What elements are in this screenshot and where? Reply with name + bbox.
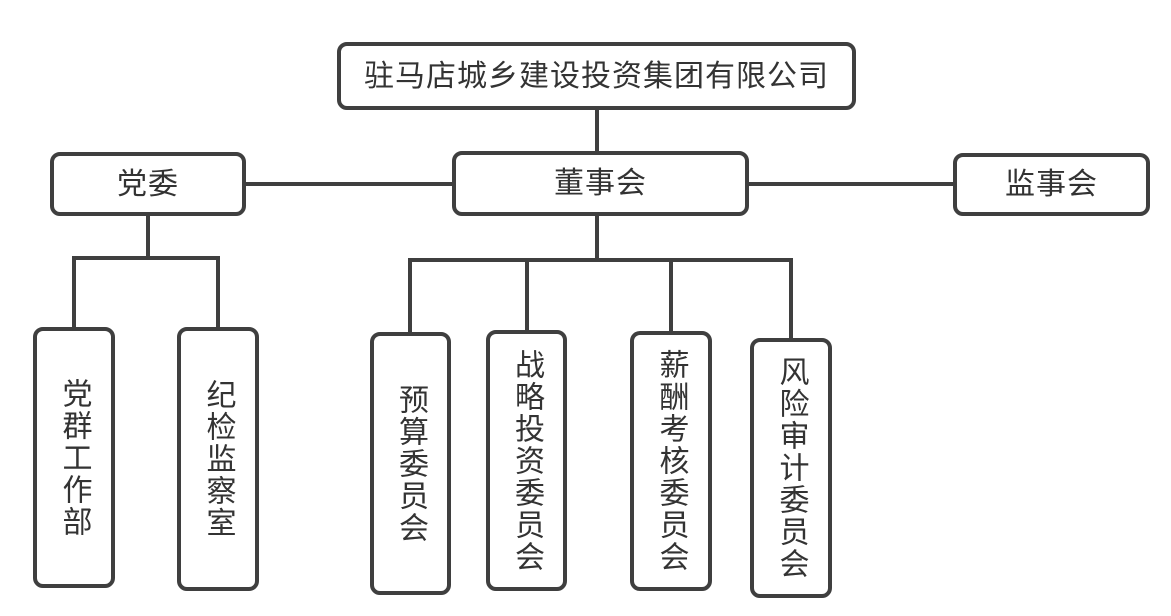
node-compensation-assessment-committee-label: 薪酬考核委员会	[654, 349, 688, 573]
node-party-mass-work-dept-label: 党群工作部	[57, 377, 91, 538]
node-risk-audit-committee: 风险审计委员会	[750, 338, 832, 598]
node-board-of-directors-label: 董事会	[554, 167, 647, 200]
connector-board-to-compensation	[669, 258, 673, 331]
node-strategic-investment-committee-label: 战略投资委员会	[510, 348, 543, 573]
node-compensation-assessment-committee: 薪酬考核委员会	[630, 331, 712, 591]
node-board-of-directors: 董事会	[452, 151, 749, 216]
node-party-committee-label: 党委	[117, 167, 179, 201]
connector-board-to-risk-audit	[789, 258, 793, 338]
connector-board-stem	[595, 216, 599, 262]
connector-root-to-board	[595, 110, 599, 152]
node-root-company: 驻马店城乡建设投资集团有限公司	[337, 42, 856, 110]
node-discipline-inspection-office-label: 纪检监察室	[201, 379, 235, 539]
node-root-company-label: 驻马店城乡建设投资集团有限公司	[364, 59, 829, 93]
connector-party-to-inspection	[216, 256, 220, 327]
node-budget-committee: 预算委员会	[370, 332, 451, 595]
connector-board-to-strategic	[525, 258, 529, 330]
node-supervisory-board: 监事会	[953, 153, 1150, 216]
connector-board-to-supervisory	[749, 182, 953, 186]
node-strategic-investment-committee: 战略投资委员会	[486, 330, 567, 591]
node-budget-committee-label: 预算委员会	[394, 383, 427, 544]
node-supervisory-board-label: 监事会	[1005, 168, 1098, 201]
node-party-mass-work-dept: 党群工作部	[33, 327, 115, 588]
node-risk-audit-committee-label: 风险审计委员会	[774, 356, 808, 580]
connector-party-stem	[146, 216, 150, 260]
connector-board-branch-bar	[408, 258, 793, 262]
connector-party-to-board	[246, 182, 452, 186]
connector-party-branch-bar	[72, 256, 220, 260]
connector-board-to-budget	[408, 258, 412, 332]
node-party-committee: 党委	[50, 152, 246, 216]
connector-party-to-mass-work-dept	[72, 256, 76, 327]
node-discipline-inspection-office: 纪检监察室	[177, 327, 259, 591]
